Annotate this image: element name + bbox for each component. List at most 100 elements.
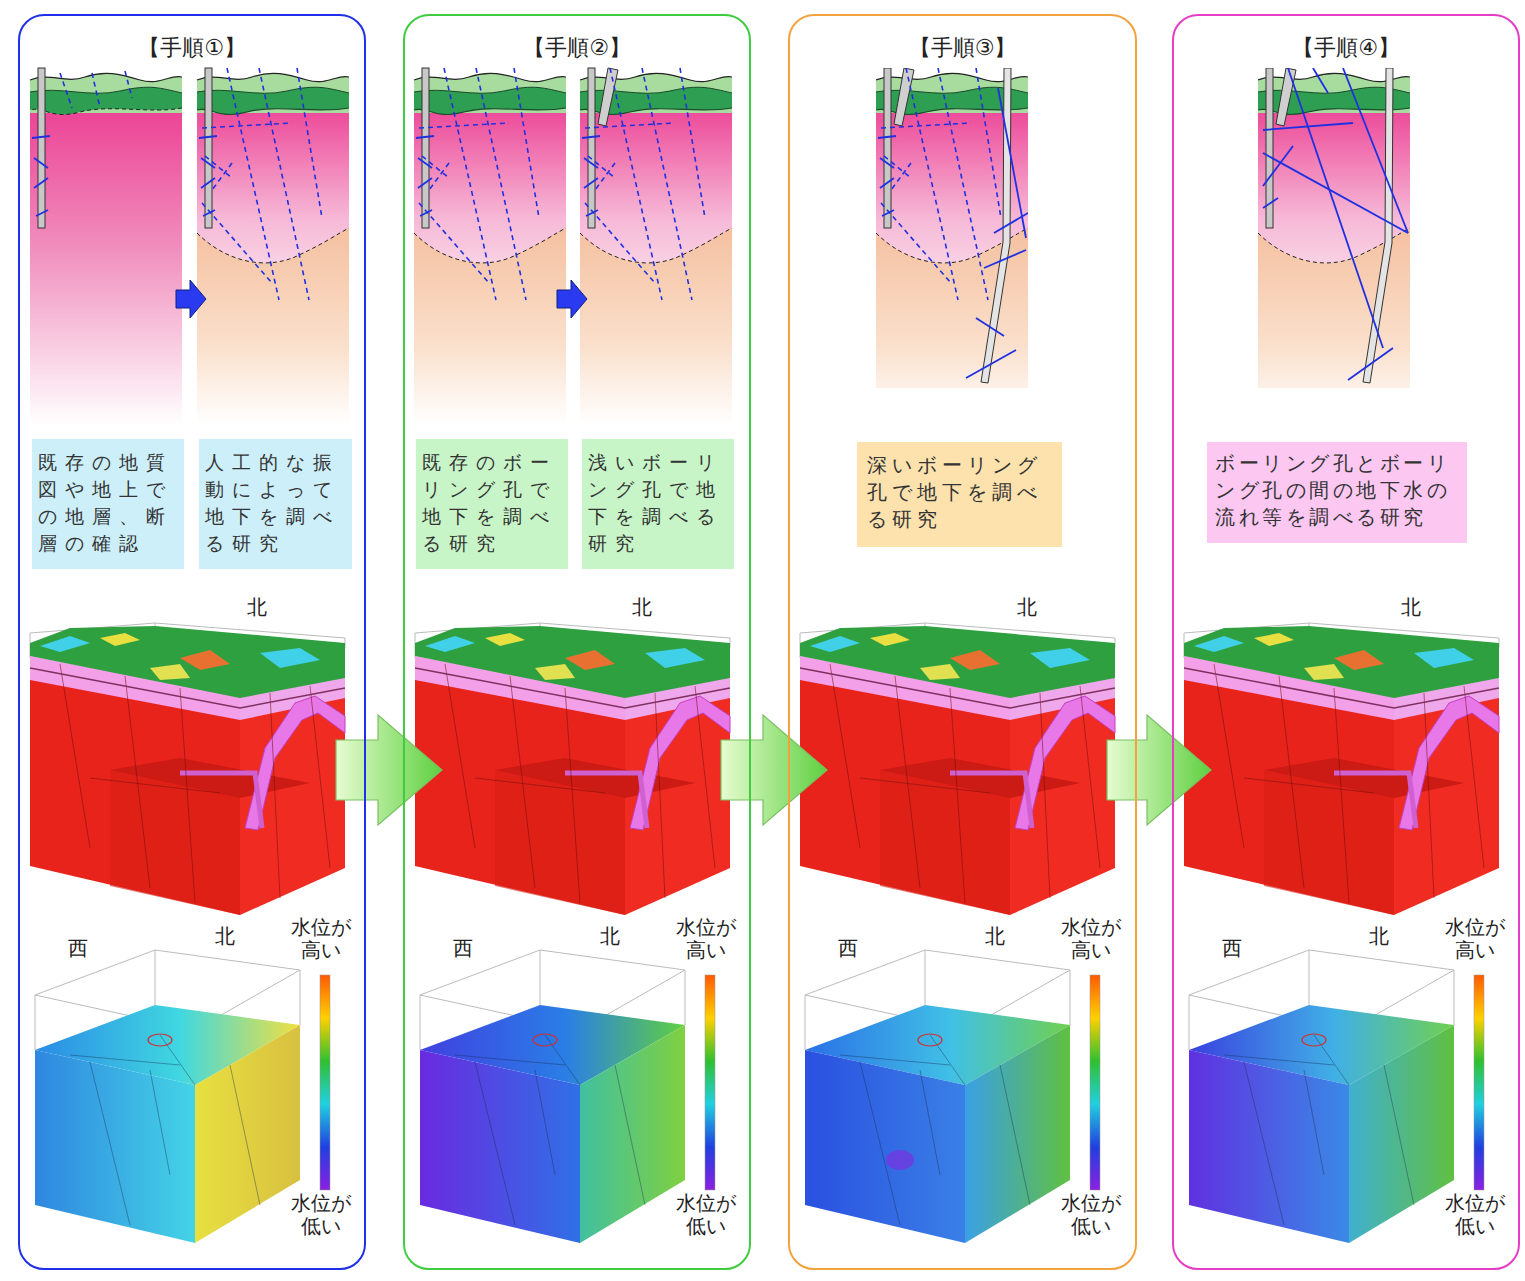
cross-section-4-part-part-part-part (1343, 68, 1408, 233)
direction-label: 北 (1369, 925, 1389, 948)
caption-box: ボーリング孔とボーリング孔の間の地下水の流れ等を調べる研究 (1207, 442, 1467, 543)
cross-section-1a-part-part (30, 73, 182, 425)
direction-label: 北 (632, 596, 652, 619)
cross-section-2b-part-part (598, 68, 618, 126)
step-panel: 【手順②】既存のボーリング孔で地下を調べる研究浅いボーリング孔で地下を調べる研究 (403, 14, 751, 1270)
head-cube (805, 950, 1070, 1243)
cross-section-1b-part-part (197, 73, 349, 425)
direction-label: 北 (247, 596, 267, 619)
head-cube-part (886, 1150, 914, 1170)
cross-section-3-part-part-part-part (998, 88, 1026, 238)
cross-section-3-part-part-part (966, 88, 1028, 378)
head-cube-part (195, 1025, 300, 1243)
color-bar-part (705, 975, 715, 1190)
caption-text: 深いボーリング孔で地下を調べる研究 (867, 452, 1052, 533)
scale-label: 水位が高い (673, 916, 739, 962)
direction-label: 北 (215, 925, 235, 948)
cross-section-2b-part-part (588, 68, 595, 228)
step-heading: 【手順④】 (1174, 34, 1518, 62)
small-arrow-part (176, 280, 206, 318)
cross-section-3-part-part-part (884, 68, 891, 228)
direction-label: 北 (1017, 596, 1037, 619)
caption-text: ボーリング孔とボーリング孔の間の地下水の流れ等を調べる研究 (1215, 450, 1459, 531)
cross-section-1a-part-part-part (92, 73, 100, 108)
head-cube-part (455, 1034, 645, 1225)
cross-section-4-part-part-part-part (1263, 146, 1293, 186)
step-panel: 【手順③】深いボーリング孔で地下を調べる研究 (788, 14, 1137, 1270)
scale-label: 水位が低い (288, 1192, 354, 1238)
cross-section-2a-part (414, 68, 566, 425)
cross-section-4-part-part (1258, 68, 1410, 388)
caption-text: 浅いボーリング孔で地下を調べる研究 (588, 449, 728, 557)
scale-label: 水位が低い (673, 1192, 739, 1238)
cross-section-4-part (1258, 68, 1410, 425)
direction-label: 西 (68, 937, 88, 960)
block-model (30, 623, 1499, 915)
head-cube (420, 950, 685, 1243)
cross-section-1b (197, 68, 349, 425)
scale-label: 水位が高い (1442, 916, 1508, 962)
cross-section-4-part-part-part-part (1313, 68, 1328, 93)
cross-section-1a-part-part (38, 68, 45, 228)
scale-label: 水位が低い (1442, 1192, 1508, 1238)
step-arrow (1107, 715, 1211, 825)
color-bar (320, 975, 1484, 1190)
head-cube-part (420, 1050, 580, 1243)
scale-label: 水位が高い (288, 916, 354, 962)
cross-section-1a-part-part (32, 136, 50, 216)
cross-section-1a-part (30, 68, 182, 425)
head-cube-part (35, 1050, 195, 1243)
cross-section-3-part-part-part-part (984, 250, 1026, 268)
caption-box: 浅いボーリング孔で地下を調べる研究 (582, 439, 734, 569)
caption-box: 既存のボーリング孔で地下を調べる研究 (416, 439, 568, 569)
step-arrow (721, 715, 827, 825)
caption-box: 深いボーリング孔で地下を調べる研究 (857, 442, 1062, 547)
head-cube-part (1349, 1025, 1454, 1243)
direction-label: 北 (600, 925, 620, 948)
cross-section-1a (30, 68, 182, 425)
head-cube-part (965, 1025, 1070, 1243)
cross-section-2a-part-part (416, 136, 434, 216)
small-arrow (176, 280, 206, 318)
cross-section-4-part-part-part (1276, 68, 1296, 126)
step-panel: 【手順④】ボーリング孔とボーリング孔の間の地下水の流れ等を調べる研究 (1172, 14, 1520, 1270)
head-cube-part (70, 1034, 260, 1225)
cross-section-1b-part-part (202, 68, 322, 300)
cross-section-3-part-part (876, 68, 1028, 388)
scale-label: 水位が低い (1058, 1192, 1124, 1238)
block-model-part (1184, 623, 1499, 915)
cross-section-2a-part-part (422, 68, 429, 228)
cross-section-1b-part-part (205, 68, 212, 228)
cross-section-3-part-part-part-part (976, 318, 1004, 336)
cross-section-4-part-part-part-part (1263, 198, 1278, 208)
step-heading: 【手順②】 (405, 34, 749, 62)
cross-section-2b-part-part (582, 136, 600, 216)
cross-section-2a-part-part (419, 68, 539, 300)
step-heading: 【手順③】 (790, 34, 1135, 62)
cross-section-1a-part-part (60, 71, 132, 108)
color-bar-part (1090, 975, 1100, 1190)
block-model-part (800, 623, 1115, 915)
direction-label: 西 (1222, 937, 1242, 960)
color-bar-part (1474, 975, 1484, 1190)
block-model-part (30, 623, 345, 915)
cross-section-4 (1258, 68, 1410, 425)
caption-box: 人工的な振動によって地下を調べる研究 (199, 439, 352, 569)
cross-section-2b (580, 68, 732, 425)
cross-section-4-part-part-part-part (1288, 68, 1383, 348)
cross-section-2b-part-part (585, 68, 705, 300)
direction-label: 西 (453, 937, 473, 960)
color-bar-part (320, 975, 330, 1190)
cross-section-3-part-part-part (894, 68, 914, 126)
cross-section-3-part-part-part (878, 136, 896, 216)
cross-section-2a-part-part (414, 73, 566, 425)
cross-section-2a (414, 68, 566, 425)
cross-section-3-part-part-part-part (966, 350, 1016, 378)
head-cube (35, 950, 300, 1243)
cross-section-4-part-part-part (1263, 68, 1408, 380)
cross-section-3 (876, 68, 1028, 425)
cross-section-2b-part (580, 68, 732, 425)
caption-text: 人工的な振動によって地下を調べる研究 (205, 449, 346, 557)
